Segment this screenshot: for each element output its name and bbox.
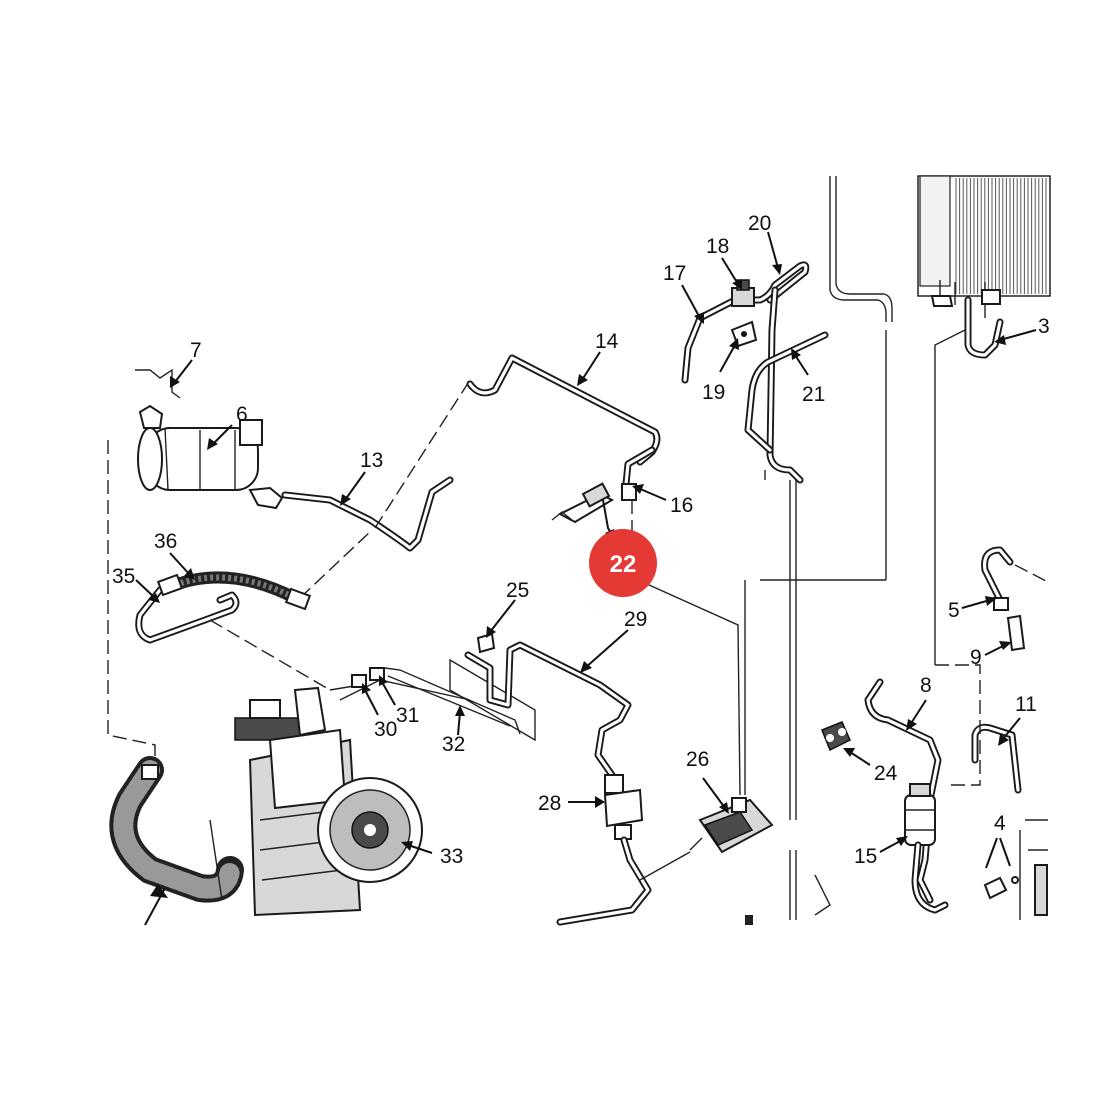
callout-26: 26 (686, 748, 709, 771)
callout-24: 24 (874, 762, 898, 785)
callout-16: 16 (670, 494, 693, 517)
highlight-badge-label: 22 (610, 551, 637, 578)
callout-3: 3 (1038, 315, 1050, 338)
valve-28 (603, 774, 644, 840)
receiver-tank (135, 368, 284, 510)
clamp-24 (821, 721, 851, 752)
callout-11: 11 (1015, 693, 1037, 716)
callout-6: 6 (236, 403, 248, 426)
callout-labels: 7 6 13 14 17 18 20 19 21 16 3 36 35 25 2… (112, 212, 1050, 868)
callout-33: 33 (440, 845, 463, 868)
fittings-4 (983, 876, 1019, 900)
clamp-25 (476, 632, 496, 654)
callout-35: 35 (112, 565, 135, 588)
expansion-valve-26 (639, 797, 774, 881)
callout-5: 5 (948, 599, 960, 622)
callout-17: 17 (663, 262, 686, 285)
callout-13: 13 (360, 449, 383, 472)
callout-31: 31 (396, 704, 419, 727)
callout-30: 30 (374, 718, 397, 741)
callout-20: 20 (748, 212, 771, 235)
compressor (234, 686, 423, 917)
callout-25: 25 (506, 579, 529, 602)
condenser-assembly (917, 175, 1051, 318)
fitting-22 (551, 482, 615, 524)
callout-21: 21 (802, 383, 825, 406)
drier-15 (904, 783, 936, 846)
callout-7: 7 (190, 339, 202, 362)
callout-19: 19 (702, 381, 725, 404)
callout-36: 36 (154, 530, 177, 553)
highlight-badge-circle (589, 529, 657, 597)
suction-hose (109, 756, 244, 903)
callout-18: 18 (706, 235, 729, 258)
callout-8: 8 (920, 674, 932, 697)
callout-14: 14 (595, 330, 619, 353)
highlight-badge-22[interactable]: 22 (589, 529, 657, 597)
callout-15: 15 (854, 845, 877, 868)
callout-32: 32 (442, 733, 465, 756)
callout-4: 4 (994, 812, 1006, 835)
callout-9: 9 (970, 646, 982, 669)
callout-29: 29 (624, 608, 647, 631)
callout-28: 28 (538, 792, 561, 815)
